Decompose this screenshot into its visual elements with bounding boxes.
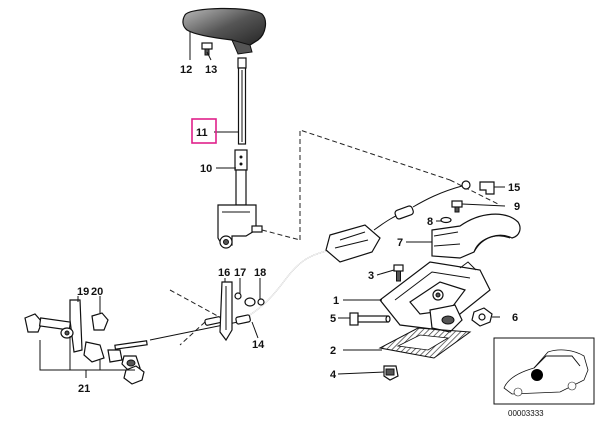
shift-lever-lower bbox=[217, 149, 263, 249]
part-label-7: 7 bbox=[397, 237, 403, 249]
part-label-15: 15 bbox=[508, 182, 520, 194]
part-label-6: 6 bbox=[512, 312, 518, 324]
part-label-14: 14 bbox=[252, 339, 265, 351]
part-label-18: 18 bbox=[254, 267, 266, 279]
shift-bracket bbox=[379, 261, 491, 333]
clip bbox=[479, 181, 495, 195]
assembly-lines bbox=[169, 129, 501, 346]
knob-screw bbox=[201, 42, 213, 56]
part-label-13: 13 bbox=[205, 64, 217, 76]
part-label-10: 10 bbox=[200, 163, 212, 175]
part-label-9: 9 bbox=[514, 201, 520, 213]
part-label-3: 3 bbox=[368, 270, 374, 282]
part-label-17: 17 bbox=[234, 267, 246, 279]
clip-4 bbox=[383, 365, 399, 381]
selector-lever-parts bbox=[219, 281, 265, 342]
part-label-11: 11 bbox=[196, 127, 208, 139]
highlight-box bbox=[191, 118, 217, 144]
left-linkage-assembly bbox=[24, 299, 145, 385]
bolt-5 bbox=[349, 312, 391, 326]
gear-knob bbox=[182, 7, 267, 55]
part-label-4: 4 bbox=[330, 369, 337, 381]
cable-sleeve bbox=[325, 180, 471, 263]
screw-and-washer bbox=[440, 200, 463, 224]
nut-6 bbox=[471, 307, 493, 327]
shift-lever-rod bbox=[237, 57, 247, 145]
part-label-19: 19 bbox=[77, 286, 89, 298]
part-label-20: 20 bbox=[91, 286, 103, 298]
diagram-reference-code: 00003333 bbox=[508, 409, 544, 418]
cover-boot bbox=[431, 213, 521, 259]
screw-3 bbox=[393, 264, 404, 282]
part-label-2: 2 bbox=[330, 345, 336, 357]
part-label-5: 5 bbox=[330, 313, 336, 325]
part-label-8: 8 bbox=[427, 216, 433, 228]
part-label-12: 12 bbox=[180, 64, 192, 76]
car-thumbnail bbox=[493, 337, 595, 405]
part-label-21: 21 bbox=[78, 383, 90, 395]
leader-lines bbox=[39, 32, 506, 378]
gasket-plate bbox=[378, 327, 472, 359]
part-label-1: 1 bbox=[333, 295, 339, 307]
part-label-16: 16 bbox=[218, 267, 230, 279]
